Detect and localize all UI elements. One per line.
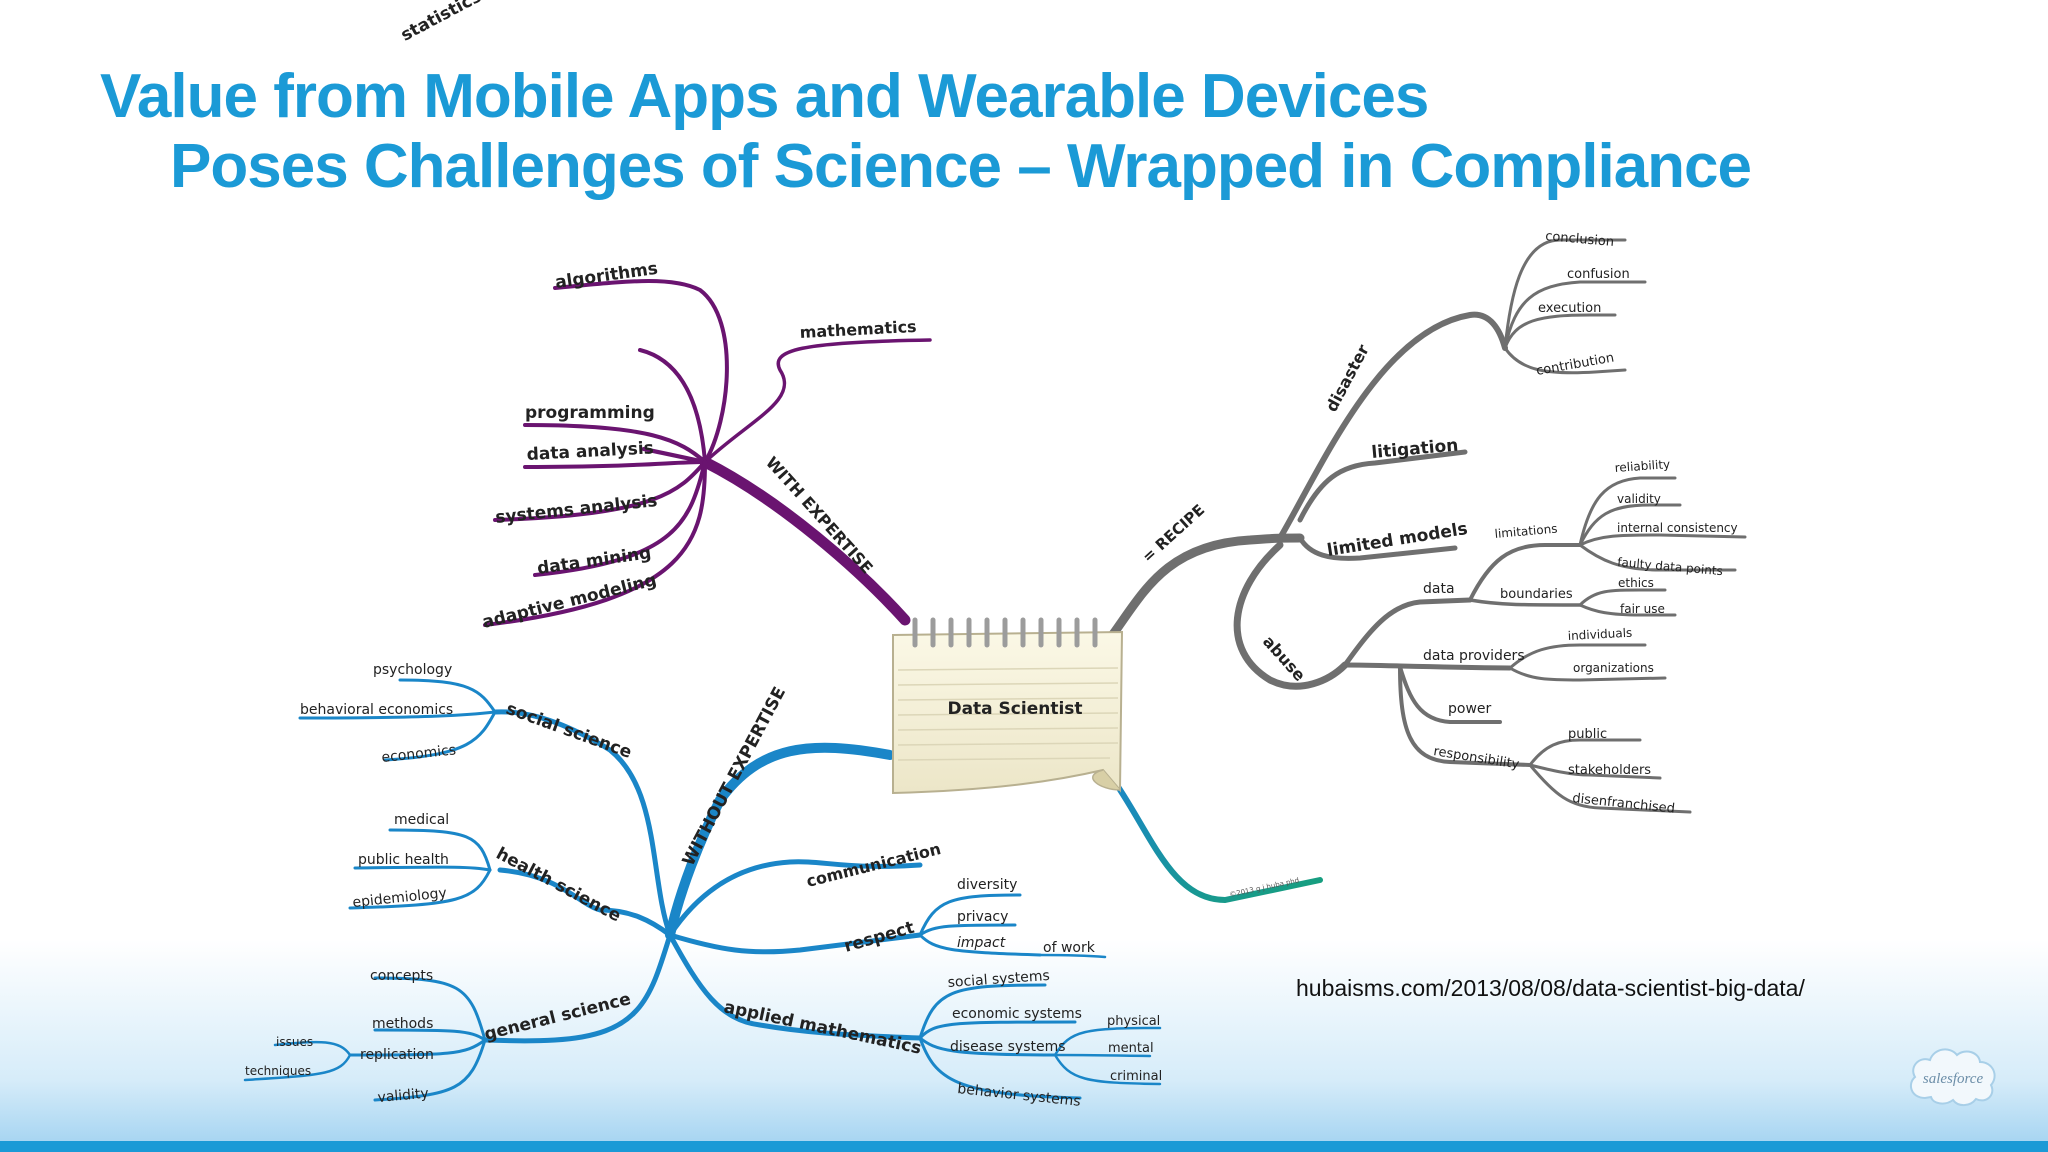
teal-branch	[1107, 772, 1323, 904]
title-line-1: Value from Mobile Apps and Wearable Devi…	[100, 62, 1429, 131]
node-disaster: disaster	[1322, 341, 1373, 415]
link-general-science	[482, 932, 673, 1044]
node-techniques: techniques	[245, 1064, 311, 1078]
node-organizations: organizations	[1573, 661, 1654, 675]
node-responsibility: responsibility	[1432, 744, 1520, 772]
without-expertise-branch	[243, 678, 1162, 1102]
node-mathematics: mathematics	[799, 317, 917, 342]
node-applied-mathematics: applied mathematics	[722, 997, 923, 1058]
node-stakeholders: stakeholders	[1568, 763, 1651, 778]
node-data: data	[1423, 581, 1455, 597]
link-responsibility	[1398, 665, 1532, 767]
link-abuse	[1233, 541, 1349, 690]
node-methods: methods	[372, 1016, 433, 1032]
node-statistics: statistics	[398, 0, 485, 46]
node-physical: physical	[1107, 1014, 1160, 1029]
node-behavior-systems: behavior systems	[957, 1081, 1082, 1110]
node-faulty-data-points: faulty data points	[1617, 555, 1724, 578]
link-respect	[667, 932, 923, 955]
node-individuals: individuals	[1567, 626, 1632, 643]
node-medical: medical	[394, 812, 449, 828]
link-programming	[523, 423, 707, 464]
node-criminal: criminal	[1110, 1069, 1162, 1084]
link-data-providers	[1342, 662, 1513, 671]
node-diversity: diversity	[957, 877, 1017, 893]
node-data-analysis: data analysis	[526, 438, 654, 465]
link-power	[1398, 665, 1502, 724]
node-privacy: privacy	[957, 909, 1008, 925]
recipe-label: = RECIPE	[1139, 501, 1209, 566]
slide-title: Value from Mobile Apps and Wearable Devi…	[100, 62, 1752, 202]
link-mathematics	[703, 338, 932, 464]
node-validity-limit: validity	[1617, 492, 1661, 506]
node-disenfranchised: disenfranchised	[1572, 791, 1676, 817]
node-psychology: psychology	[373, 662, 452, 678]
link-adaptive-modeling	[483, 460, 707, 627]
with-expertise-trunk	[699, 456, 911, 626]
link-communication	[667, 859, 923, 938]
center-label: Data Scientist	[947, 699, 1082, 719]
salesforce-logo: salesforce	[1909, 1048, 1996, 1107]
node-economic-systems: economic systems	[952, 1006, 1082, 1022]
node-data-mining: data mining	[536, 543, 653, 579]
node-power: power	[1448, 701, 1492, 717]
node-fair-use: fair use	[1620, 602, 1665, 616]
node-conclusion: conclusion	[1545, 229, 1615, 250]
node-concepts: concepts	[370, 968, 433, 984]
with-expertise-label: WITH EXPERTISE	[762, 453, 877, 577]
node-contribution: contribution	[1535, 350, 1615, 378]
link-health-science	[497, 867, 673, 938]
node-data-providers: data providers	[1423, 648, 1525, 664]
title-line-2: Poses Challenges of Science – Wrapped in…	[170, 132, 1752, 201]
node-internal-consistency: internal consistency	[1617, 521, 1738, 535]
link-data-analysis	[523, 460, 707, 469]
node-issues: issues	[276, 1035, 313, 1049]
link-limited-models	[1297, 535, 1458, 561]
data-scientist-notepad: Data Scientist	[892, 617, 1124, 795]
node-systems-analysis: systems analysis	[494, 491, 658, 528]
link-algorithms	[553, 279, 729, 464]
node-validity-science: validity	[377, 1086, 429, 1106]
node-behavioral-economics: behavioral economics	[300, 702, 453, 718]
node-algorithms: algorithms	[554, 259, 659, 293]
node-reliability: reliability	[1614, 457, 1670, 475]
link-data-mining	[533, 460, 707, 577]
node-replication: replication	[360, 1047, 434, 1063]
link-systems-analysis	[493, 460, 707, 522]
bottom-accent-bar	[0, 1141, 2048, 1152]
node-boundaries: boundaries	[1500, 587, 1573, 602]
node-social-science: social science	[503, 699, 634, 763]
node-adaptive-modeling: adaptive modeling	[480, 570, 658, 633]
node-confusion: confusion	[1567, 267, 1630, 282]
node-litigation: litigation	[1371, 435, 1459, 463]
node-public: public	[1568, 727, 1607, 742]
node-respect: respect	[842, 918, 917, 957]
link-statistics	[638, 348, 707, 464]
link-data	[1342, 597, 1473, 668]
node-impact: impact	[957, 935, 1006, 951]
node-public-health: public health	[358, 852, 449, 868]
node-execution: execution	[1538, 301, 1601, 316]
source-url: hubaisms.com/2013/08/08/data-scientist-b…	[1296, 975, 1805, 1001]
without-expertise-trunk	[665, 742, 895, 940]
logo-text: salesforce	[1923, 1071, 1984, 1087]
recipe-branch	[1100, 238, 1747, 814]
node-mental: mental	[1108, 1041, 1154, 1056]
link-disaster	[1277, 311, 1508, 541]
node-limitations: limitations	[1494, 522, 1558, 541]
node-ethics: ethics	[1618, 576, 1654, 590]
node-general-science: general science	[482, 989, 633, 1045]
link-applied-mathematics	[667, 932, 923, 1041]
without-expertise-label: WITHOUT EXPERTISE	[679, 684, 790, 870]
node-health-science: health science	[493, 844, 625, 927]
node-social-systems: social systems	[947, 968, 1050, 991]
node-economics: economics	[381, 742, 457, 766]
node-disease-systems: disease systems	[950, 1039, 1066, 1055]
with-expertise-branch	[483, 279, 932, 627]
link-social-science	[492, 709, 673, 938]
link-litigation	[1297, 449, 1468, 523]
node-of-work: of work	[1043, 940, 1096, 956]
node-programming: programming	[525, 403, 655, 423]
